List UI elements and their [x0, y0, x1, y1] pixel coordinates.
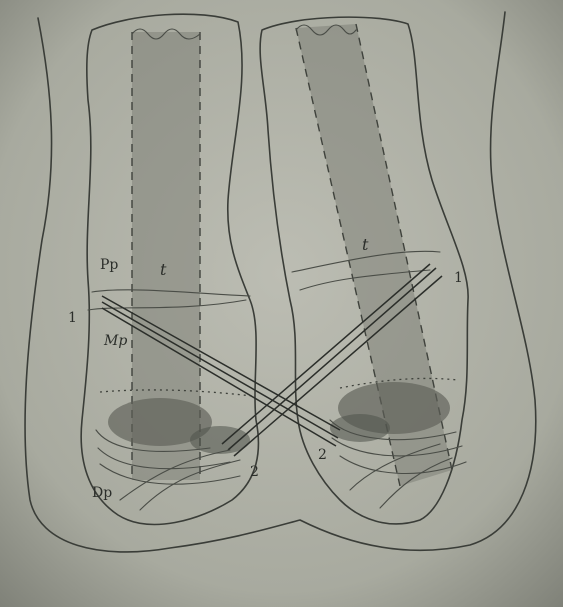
label-tunnel-left: t [160, 260, 167, 279]
label-distal-phalanx: Dp [92, 485, 112, 501]
label-proximal-phalanx: Pp [100, 257, 118, 273]
label-pin-2-left: 2 [250, 464, 259, 480]
label-tunnel-right: t [362, 235, 369, 254]
right-knot-blob [330, 414, 390, 442]
label-pin-2-right: 2 [318, 447, 327, 463]
label-middle-phalanx: Mp [103, 333, 127, 349]
label-pin-1-left: 1 [68, 310, 77, 326]
label-pin-1-right: 1 [454, 270, 463, 286]
